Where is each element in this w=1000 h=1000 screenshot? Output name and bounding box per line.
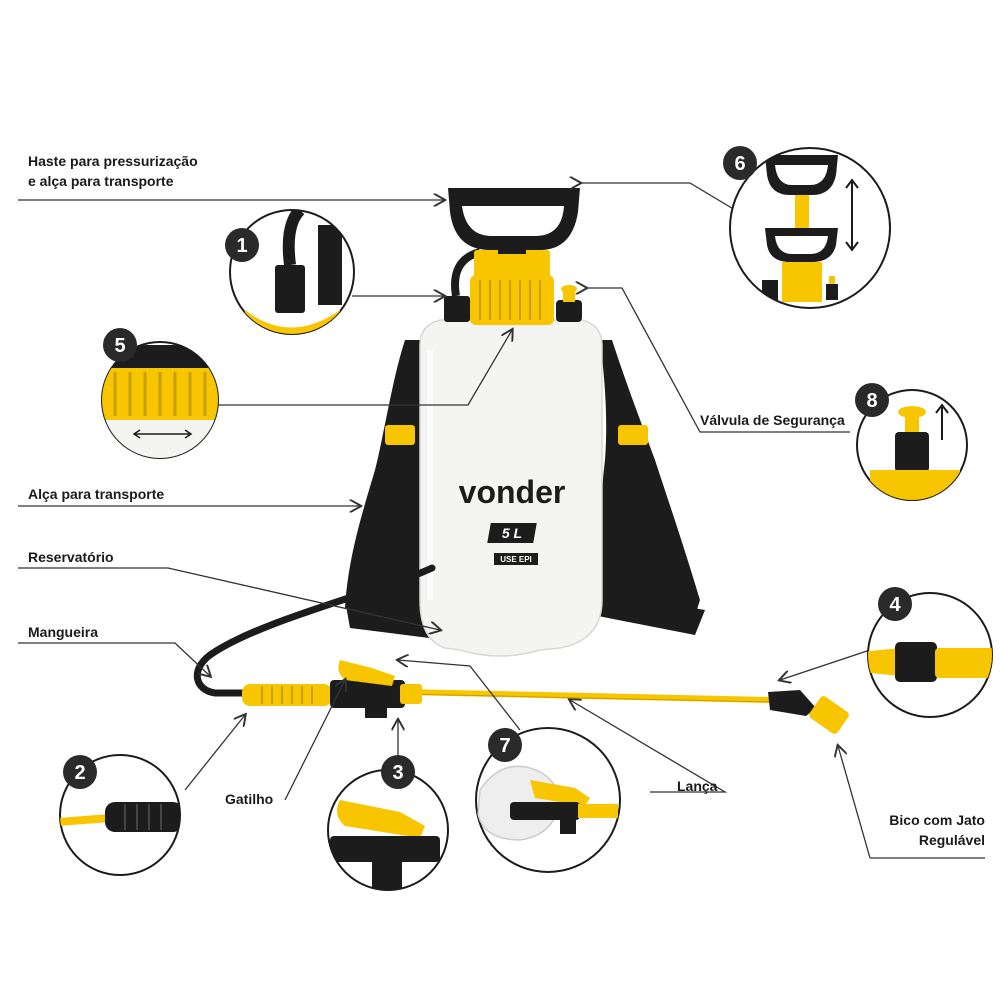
label-reservoir: Reservatório xyxy=(28,549,114,565)
label-hose: Mangueira xyxy=(28,624,99,640)
leader-lines xyxy=(18,183,985,859)
svg-text:5: 5 xyxy=(114,335,125,357)
use-epi-badge: USE EPI xyxy=(494,553,538,565)
detail-circle-6 xyxy=(729,147,891,309)
label-lance: Lança xyxy=(677,778,718,794)
detail-circle-4 xyxy=(867,592,993,718)
lance xyxy=(404,689,771,703)
badge-3: 3 xyxy=(381,755,415,789)
brand-logo: vonder xyxy=(459,474,566,510)
svg-text:7: 7 xyxy=(499,735,510,757)
detail-circle-8 xyxy=(856,389,968,501)
detail-circle-1 xyxy=(229,209,355,335)
label-carry-strap: Alça para transporte xyxy=(28,486,165,502)
carry-strap xyxy=(345,340,705,640)
detail-circle-3 xyxy=(327,769,449,891)
svg-text:USE EPI: USE EPI xyxy=(500,555,532,564)
capacity-badge: 5 L xyxy=(487,523,537,543)
label-nozzle-line2: Regulável xyxy=(918,832,985,848)
trigger-handle xyxy=(242,660,422,718)
badge-2: 2 xyxy=(63,755,97,789)
label-safety-valve: Válvula de Segurança xyxy=(700,412,845,428)
safety-valve xyxy=(556,285,582,322)
svg-text:5 L: 5 L xyxy=(502,525,522,541)
pump-handle xyxy=(448,188,580,250)
label-handle-line2: e alça para transporte xyxy=(28,173,174,189)
svg-text:8: 8 xyxy=(866,390,877,412)
detail-circle-7 xyxy=(475,727,621,873)
label-nozzle-line1: Bico com Jato xyxy=(889,812,985,828)
badge-1: 1 xyxy=(225,228,259,262)
svg-text:4: 4 xyxy=(889,594,901,616)
threaded-cap xyxy=(470,240,554,325)
reservoir-tank xyxy=(419,319,603,657)
label-trigger: Gatilho xyxy=(225,791,274,807)
svg-text:1: 1 xyxy=(236,235,247,257)
badge-5: 5 xyxy=(103,328,137,362)
label-handle-line1: Haste para pressurização xyxy=(28,153,198,169)
svg-text:6: 6 xyxy=(734,153,745,175)
badge-4: 4 xyxy=(878,587,912,621)
hose xyxy=(193,564,436,697)
badge-8: 8 xyxy=(855,383,889,417)
svg-text:2: 2 xyxy=(74,762,85,784)
badge-7: 7 xyxy=(488,728,522,762)
nozzle xyxy=(768,690,849,734)
badge-6: 6 xyxy=(723,146,757,180)
svg-text:3: 3 xyxy=(392,762,403,784)
